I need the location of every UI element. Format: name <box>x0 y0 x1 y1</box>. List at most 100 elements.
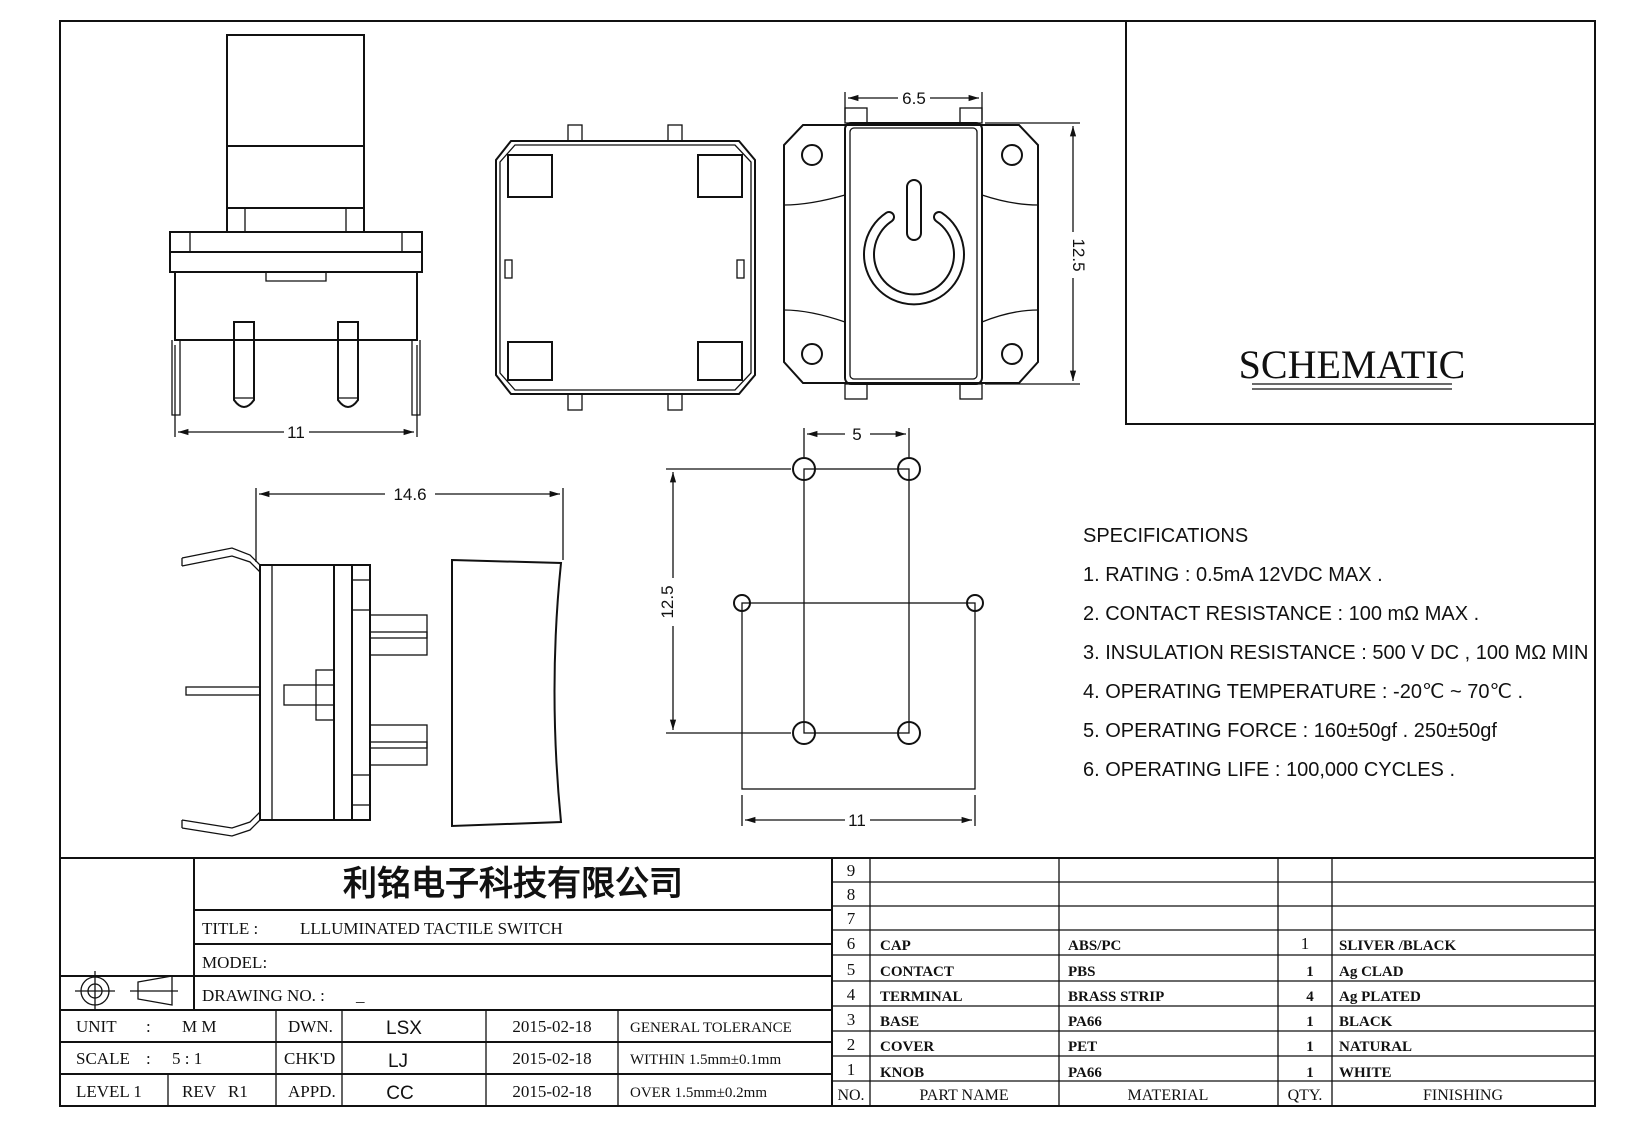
bom-qty: 1 <box>1306 1039 1314 1055</box>
appd-label: APPD. <box>288 1082 336 1101</box>
chk-date: 2015-02-18 <box>512 1049 591 1068</box>
table-row: 4 TERMINAL BRASS STRIP 4 Ag PLATED <box>847 985 1421 1005</box>
appd-date: 2015-02-18 <box>512 1082 591 1101</box>
dwn-label: DWN. <box>288 1017 333 1036</box>
bom-qty: 1 <box>1306 1065 1314 1081</box>
bom-material: BRASS STRIP <box>1068 989 1164 1005</box>
scale-value: 5 : 1 <box>172 1049 202 1068</box>
spec-heading: SPECIFICATIONS <box>1083 525 1248 547</box>
drawing-no-value: _ <box>355 986 365 1005</box>
bom-finishing: Ag PLATED <box>1339 989 1421 1005</box>
spec-item: 2. CONTACT RESISTANCE : 100 mΩ MAX . <box>1083 603 1479 625</box>
table-row: 2 COVER PET 1 NATURAL <box>847 1035 1412 1055</box>
top-view: 6.5 12.5 <box>783 89 1088 400</box>
dim-top-height: 12.5 <box>1069 238 1088 271</box>
tolerance-over: OVER 1.5mm±0.2mm <box>630 1085 767 1101</box>
bom-no: 7 <box>847 909 856 928</box>
bom-header-finishing: FINISHING <box>1423 1087 1503 1104</box>
tolerance-title: GENERAL TOLERANCE <box>630 1020 792 1036</box>
bom-no: 2 <box>847 1035 856 1054</box>
bom-no: 4 <box>847 985 856 1004</box>
table-row: 1 KNOB PA66 1 WHITE <box>847 1060 1392 1081</box>
bom-no: 8 <box>847 885 856 904</box>
spec-item: 5. OPERATING FORCE : 160±50gf . 250±50gf <box>1083 720 1497 742</box>
power-icon <box>863 179 965 306</box>
spec-item: 6. OPERATING LIFE : 100,000 CYCLES . <box>1083 759 1455 781</box>
bom-no: 1 <box>847 1060 856 1079</box>
bom-part: KNOB <box>880 1065 924 1081</box>
bom-header-material: MATERIAL <box>1128 1087 1209 1104</box>
tolerance-within: WITHIN 1.5mm±0.1mm <box>630 1052 781 1068</box>
bom-no: 9 <box>847 861 856 880</box>
chk-name: LJ <box>388 1051 408 1072</box>
table-row: 7 <box>847 909 856 928</box>
appd-name: CC <box>386 1083 413 1104</box>
bom-table: 9 8 7 6 CAP ABS/PC 1 SLIVER /BLACK 5 CON… <box>832 858 1595 1106</box>
bom-header-part: PART NAME <box>919 1087 1008 1104</box>
dim-top-width: 6.5 <box>902 89 926 108</box>
bom-no: 6 <box>847 934 856 953</box>
bom-part: TERMINAL <box>880 989 963 1005</box>
dwn-date: 2015-02-18 <box>512 1017 591 1036</box>
bom-qty: 1 <box>1306 964 1314 980</box>
company-name: 利铭电子科技有限公司 <box>343 864 683 904</box>
bom-header-qty: QTY. <box>1288 1087 1323 1104</box>
sheet-border <box>59 20 1596 1107</box>
bottom-view <box>495 124 756 411</box>
bom-finishing: BLACK <box>1339 1014 1393 1030</box>
spec-item: 1. RATING : 0.5mA 12VDC MAX . <box>1083 564 1383 586</box>
bom-qty: 4 <box>1306 989 1314 1005</box>
dim-pcb-pitch-x: 5 <box>852 425 861 444</box>
bom-finishing: NATURAL <box>1339 1039 1412 1055</box>
profile-view: 14.6 <box>181 485 564 837</box>
unit-sep: : <box>146 1017 151 1036</box>
title-label: TITLE : <box>202 919 258 938</box>
bom-material: ABS/PC <box>1068 938 1121 954</box>
dim-pcb-pitch-y: 12.5 <box>658 585 677 618</box>
pcb-layout: 5 12.5 11 <box>658 425 984 830</box>
bom-qty: 1 <box>1306 1014 1314 1030</box>
bom-finishing: WHITE <box>1339 1065 1392 1081</box>
model-label: MODEL: <box>202 953 267 972</box>
unit-value: M M <box>182 1017 216 1036</box>
table-row: 9 <box>847 861 856 880</box>
bom-header-no: NO. <box>837 1087 864 1104</box>
title-value: LLLUMINATED TACTILE SWITCH <box>300 919 563 938</box>
bom-material: PA66 <box>1068 1065 1102 1081</box>
spec-item: 4. OPERATING TEMPERATURE : -20℃ ~ 70℃ . <box>1083 681 1523 703</box>
table-row: 6 CAP ABS/PC 1 SLIVER /BLACK <box>847 934 1457 954</box>
bom-material: PA66 <box>1068 1014 1102 1030</box>
bom-part: BASE <box>880 1014 919 1030</box>
scale-sep: : <box>146 1049 151 1068</box>
bom-header-row: NO. PART NAME MATERIAL QTY. FINISHING <box>837 1087 1503 1104</box>
title-block: 利铭电子科技有限公司 TITLE : LLLUMINATED TACTILE S… <box>60 857 1595 1106</box>
bom-finishing: SLIVER /BLACK <box>1339 938 1456 954</box>
table-row: 5 CONTACT PBS 1 Ag CLAD <box>847 960 1404 980</box>
bom-no: 3 <box>847 1010 856 1029</box>
specifications: SPECIFICATIONS 1. RATING : 0.5mA 12VDC M… <box>1083 525 1588 781</box>
unit-label: UNIT <box>76 1017 117 1036</box>
schematic-label: SCHEMATIC <box>1239 342 1466 387</box>
bom-finishing: Ag CLAD <box>1339 964 1404 980</box>
drawing-no-label: DRAWING NO. : <box>202 986 325 1005</box>
bom-material: PBS <box>1068 964 1096 980</box>
bom-part: CAP <box>880 938 911 954</box>
table-row: 3 BASE PA66 1 BLACK <box>847 1010 1393 1030</box>
rev-value: R1 <box>228 1082 248 1101</box>
bom-no: 5 <box>847 960 856 979</box>
bom-qty: 1 <box>1301 934 1310 953</box>
rev-label: REV <box>182 1082 217 1101</box>
dim-side-width: 11 <box>287 423 305 442</box>
table-row: 8 <box>847 885 856 904</box>
scale-label: SCALE <box>76 1049 130 1068</box>
bom-part: COVER <box>880 1039 934 1055</box>
dim-pcb-width: 11 <box>848 811 866 830</box>
projection-symbol-icon <box>75 971 178 1011</box>
bom-part: CONTACT <box>880 964 954 980</box>
chk-label: CHK'D <box>284 1049 335 1068</box>
spec-item: 3. INSULATION RESISTANCE : 500 V DC , 10… <box>1083 642 1588 664</box>
schematic-box: SCHEMATIC <box>1125 21 1595 425</box>
front-view: 11 <box>169 34 423 442</box>
bom-material: PET <box>1068 1039 1097 1055</box>
